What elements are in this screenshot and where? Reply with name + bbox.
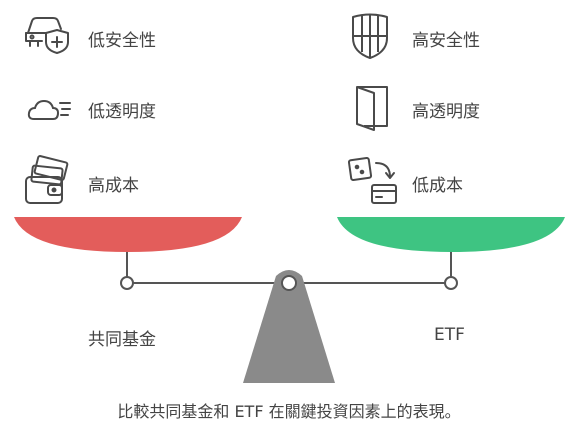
car-shield-icon (25, 17, 69, 54)
left-name: 共同基金 (88, 330, 156, 350)
left-label-safety: 低安全性 (88, 31, 156, 51)
fulcrum-pivot (281, 275, 297, 291)
left-label-cost: 高成本 (88, 176, 139, 196)
right-label-transparency: 高透明度 (412, 102, 480, 122)
shield-grid-icon (352, 13, 388, 59)
left-pivot (120, 276, 134, 290)
left-label-transparency: 低透明度 (88, 102, 156, 122)
folder-icon (356, 86, 388, 131)
card-transfer-icon (348, 156, 397, 204)
wallet-icon (25, 155, 69, 204)
cloud-icon (27, 99, 71, 120)
right-pivot (444, 276, 458, 290)
right-pan (337, 217, 565, 252)
right-label-cost: 低成本 (412, 176, 463, 196)
right-name: ETF (434, 325, 465, 345)
fulcrum (243, 270, 335, 383)
right-label-safety: 高安全性 (412, 31, 480, 51)
caption: 比較共同基金和 ETF 在關鍵投資因素上的表現。 (117, 402, 461, 421)
left-pan (14, 217, 242, 252)
